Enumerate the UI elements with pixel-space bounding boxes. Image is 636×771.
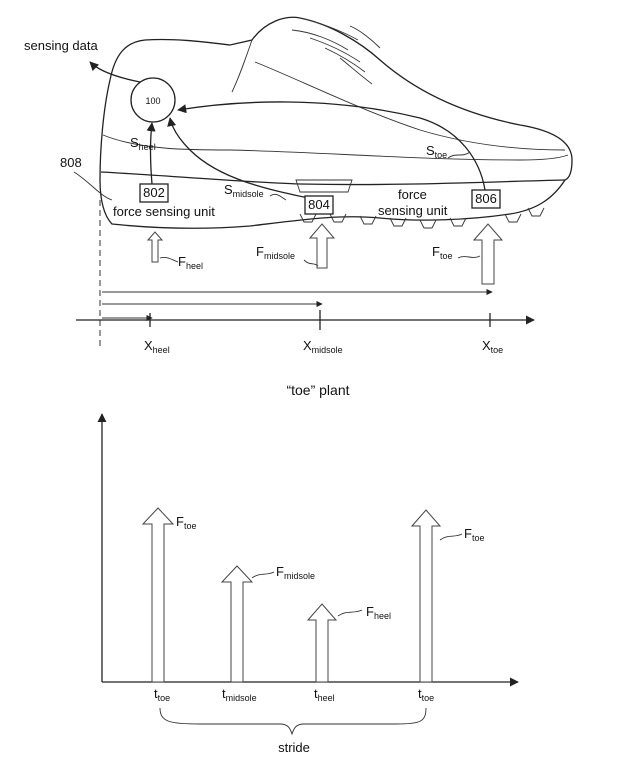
t-midsole-label: tmidsole bbox=[222, 686, 257, 703]
force-arrow-heel bbox=[146, 231, 164, 263]
impulse-toe-1 bbox=[141, 507, 175, 683]
processor-circle bbox=[130, 77, 176, 123]
sensor-804-label: 804 bbox=[308, 197, 330, 212]
sensor-802-label: 802 bbox=[143, 185, 165, 200]
stride-brace bbox=[159, 707, 427, 736]
f-toe-impulse-label-2: Ftoe bbox=[464, 526, 484, 543]
t-heel-label: theel bbox=[314, 686, 335, 703]
impulse-toe-2 bbox=[410, 509, 442, 683]
ref-808-label: 808 bbox=[60, 155, 82, 170]
impulse-heel bbox=[306, 603, 338, 683]
signal-heel-path bbox=[146, 122, 156, 185]
f-heel-label: Fheel bbox=[178, 254, 203, 271]
s-heel-label: Sheel bbox=[130, 135, 156, 152]
f-midsole-label: Fmidsole bbox=[256, 244, 295, 261]
sensing-data-label: sensing data bbox=[24, 38, 98, 53]
f-toe-label: Ftoe bbox=[432, 244, 452, 261]
force-label-line2: sensing unit bbox=[378, 203, 448, 218]
force-sensing-unit-label-heel: force sensing unit bbox=[113, 204, 215, 219]
f-midsole-impulse-label: Fmidsole bbox=[276, 564, 315, 581]
impulse-midsole bbox=[220, 565, 254, 683]
plant-title: “toe” plant bbox=[286, 382, 349, 398]
x-heel-label: Xheel bbox=[144, 338, 170, 355]
f-toe-impulse-label-1: Ftoe bbox=[176, 514, 196, 531]
ref-808-leader bbox=[73, 171, 113, 201]
shoe-drawing bbox=[99, 16, 573, 229]
sensor-806-label: 806 bbox=[475, 191, 497, 206]
signal-toe-path bbox=[177, 101, 486, 191]
t-toe-label-1: ttoe bbox=[154, 686, 170, 703]
signal-midsole-path bbox=[167, 117, 319, 201]
s-toe-label: Stoe bbox=[426, 143, 447, 160]
x-toe-label: Xtoe bbox=[482, 338, 503, 355]
f-heel-impulse-label: Fheel bbox=[366, 604, 391, 621]
x-midsole-label: Xmidsole bbox=[303, 338, 343, 355]
force-arrow-toe bbox=[472, 223, 504, 285]
sensor-804: 804 bbox=[304, 195, 334, 215]
sensing-data-arrow bbox=[89, 61, 141, 83]
force-label-line1: force bbox=[398, 187, 427, 202]
stride-label: stride bbox=[278, 740, 310, 755]
processor-label: 100 bbox=[145, 96, 160, 106]
force-arrow-midsole bbox=[308, 223, 336, 269]
s-midsole-label: Smidsole bbox=[224, 182, 264, 199]
t-toe-label-2: ttoe bbox=[418, 686, 434, 703]
sensor-806: 806 bbox=[471, 189, 501, 209]
sensor-802: 802 bbox=[139, 183, 169, 203]
